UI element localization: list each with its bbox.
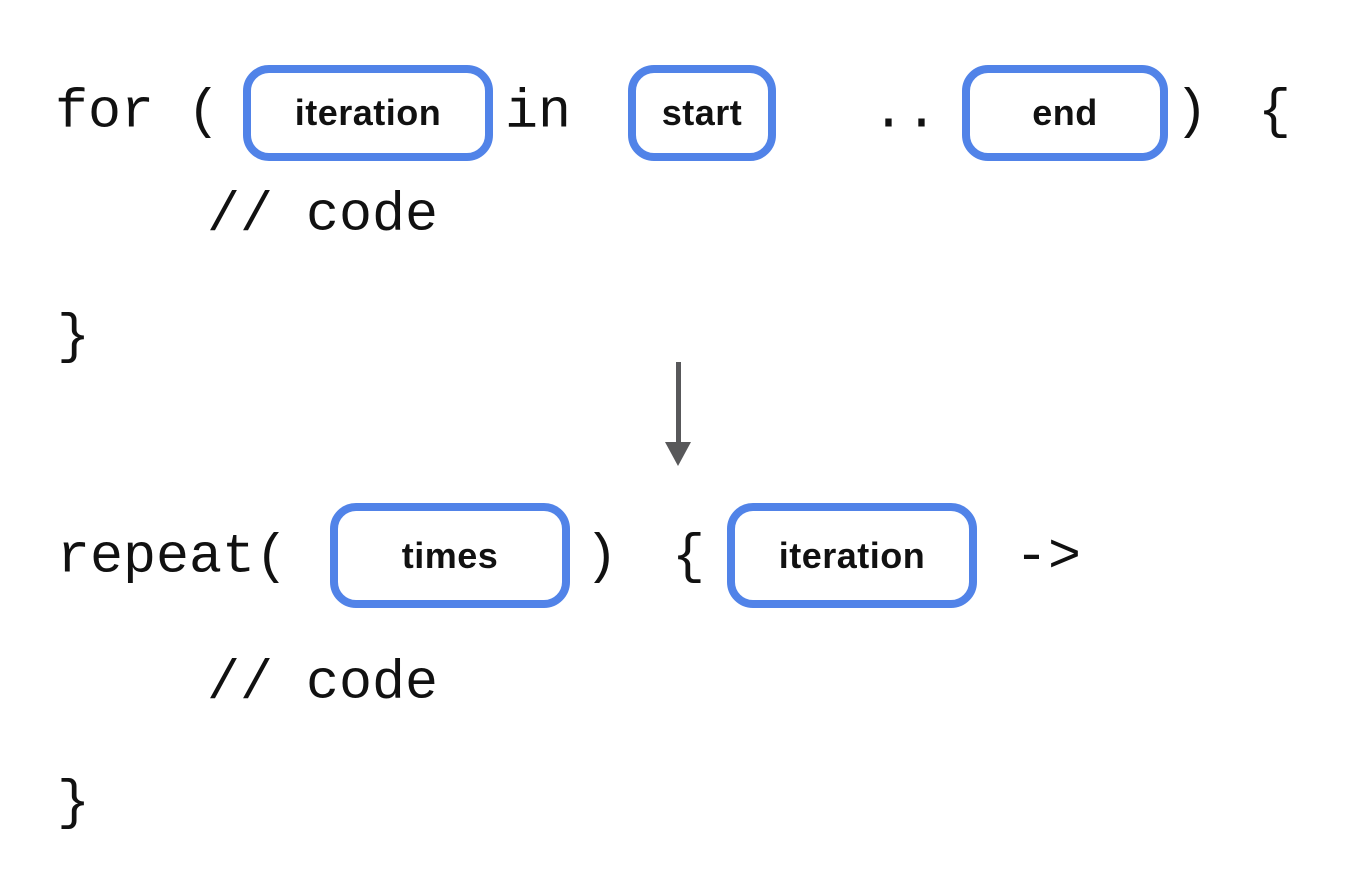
repeat-close-paren: ) — [585, 525, 619, 589]
down-arrow-head — [665, 442, 691, 466]
for-open-brace: { — [1258, 80, 1292, 144]
placeholder-iteration: iteration — [243, 65, 493, 161]
placeholder-times: times — [330, 503, 570, 608]
placeholder-iteration-2: iteration — [727, 503, 977, 608]
for-keyword: for ( — [55, 80, 221, 144]
in-keyword: in — [505, 80, 572, 144]
placeholder-times-label: times — [401, 534, 499, 576]
placeholder-iteration-2-label: iteration — [778, 534, 926, 576]
repeat-close-brace: } — [57, 771, 91, 835]
placeholder-end-label: end — [1032, 92, 1098, 133]
placeholder-iteration-label: iteration — [294, 92, 442, 133]
for-body-comment: // code — [207, 183, 439, 247]
range-operator: .. — [872, 80, 939, 144]
placeholder-start: start — [628, 65, 776, 161]
repeat-keyword: repeat( — [57, 525, 289, 589]
placeholder-end: end — [962, 65, 1168, 161]
lambda-arrow: -> — [1015, 525, 1082, 589]
down-arrow-shaft — [676, 362, 681, 444]
repeat-open-brace: { — [672, 525, 706, 589]
for-close-brace: } — [57, 305, 91, 369]
for-close-paren: ) — [1175, 80, 1209, 144]
repeat-body-comment: // code — [207, 651, 439, 715]
placeholder-start-label: start — [661, 92, 743, 133]
down-arrow-icon — [652, 362, 704, 467]
